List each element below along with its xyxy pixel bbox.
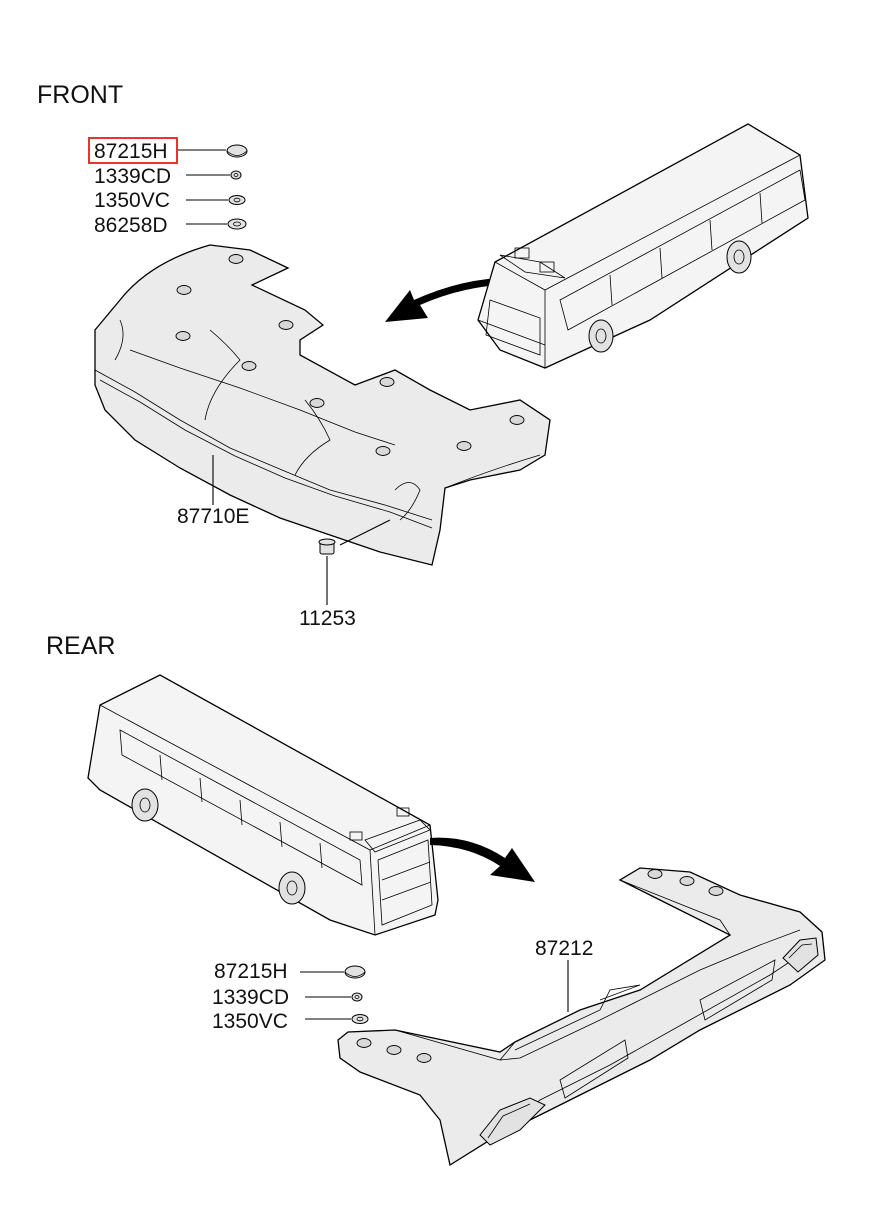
front-part-label-1339CD[interactable]: 1339CD [94,165,171,188]
front-part-label-86258D[interactable]: 86258D [94,214,168,237]
front-arrow-icon [385,277,522,322]
rear-nut-icon [351,992,363,1002]
rear-part-label-1339CD[interactable]: 1339CD [212,986,289,1009]
front-bus-drawing [477,123,809,369]
screw-label[interactable]: 11253 [299,607,356,630]
cap-icon [226,144,248,158]
washer-large-icon [227,218,247,230]
highlight-box [88,137,178,164]
rear-cap-icon [344,965,366,979]
rear-panel-label[interactable]: 87212 [535,937,593,960]
rear-washer-icon [351,1014,369,1024]
rear-bus-drawing [87,674,439,936]
washer-icon [228,195,246,205]
front-panel-drawing[interactable] [94,244,551,566]
rear-part-label-87215H[interactable]: 87215H [214,960,288,983]
rear-arrow-icon [430,837,535,882]
rear-panel-drawing[interactable] [337,867,826,1167]
front-part-label-1350VC[interactable]: 1350VC [94,189,170,212]
screw-icon [318,519,391,605]
front-panel-label[interactable]: 87710E [177,505,249,528]
front-section-title: FRONT [37,81,123,109]
nut-icon [230,170,242,180]
rear-part-label-1350VC[interactable]: 1350VC [212,1010,288,1033]
front-part-label-87215H[interactable]: 87215H [94,140,168,163]
front-hardware-symbols [178,144,248,230]
front-hardware-list: 87215H 1339CD 1350VC 86258D [94,140,171,237]
rear-hardware-symbols [300,965,369,1024]
rear-section-title: REAR [46,632,115,660]
rear-hardware-list: 87215H 1339CD 1350VC [212,960,289,1033]
